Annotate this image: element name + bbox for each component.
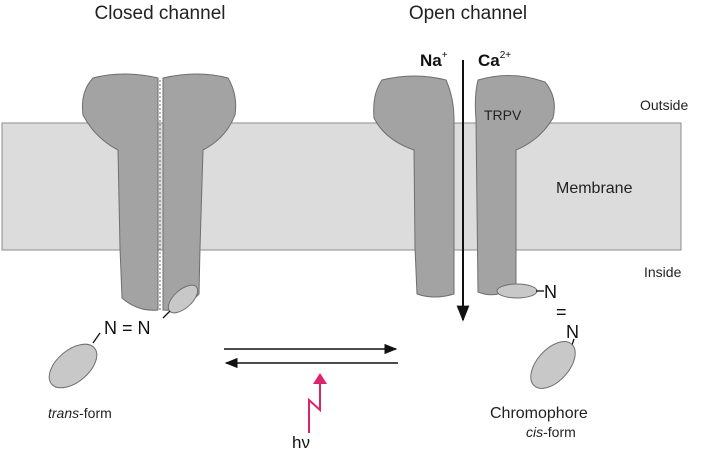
cis-chromophore-ellipse: [530, 341, 576, 389]
outside-label: Outside: [640, 97, 688, 113]
chromophore-label: Chromophore: [490, 405, 588, 422]
open-channel-title: Open channel: [409, 3, 527, 24]
na-ion-label: Na+: [420, 50, 448, 70]
light-zigzag-arrow: [308, 382, 321, 433]
open-azo-n1: N: [544, 282, 557, 302]
open-channel-right-subunit: [474, 74, 555, 296]
trpv-label: TRPV: [484, 107, 522, 123]
closed-linker-line: [162, 310, 171, 319]
light-hv-label: hν: [292, 433, 310, 452]
closed-linker-line-2: [92, 332, 101, 344]
closed-channel-title: Closed channel: [95, 3, 226, 24]
trans-chromophore-ellipse: [48, 343, 98, 389]
inside-label: Inside: [644, 264, 682, 280]
open-linker-line-2: [571, 338, 575, 346]
open-channel-left-subunit: [373, 75, 455, 298]
open-azo-n2: N: [566, 322, 579, 342]
membrane-label: Membrane: [556, 180, 633, 197]
ca-ion-label: Ca2+: [478, 50, 511, 70]
trans-form-label: trans-form: [48, 405, 112, 421]
open-azo-eq: =: [556, 302, 567, 322]
light-arrowhead: [313, 373, 327, 384]
closed-channel-left-subunit: [82, 73, 159, 311]
closed-azo-bond: N = N: [104, 318, 151, 338]
open-anchor-ellipse: [496, 283, 538, 299]
cis-form-label: cis-form: [526, 424, 576, 440]
